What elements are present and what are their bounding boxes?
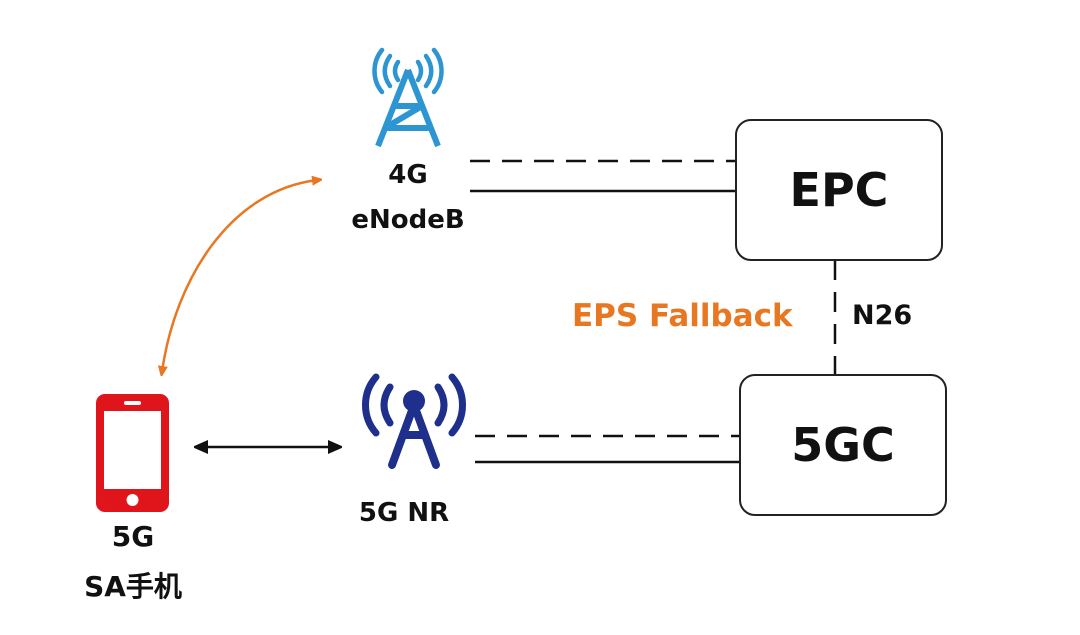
epc-node: EPC	[735, 119, 943, 261]
enodeb-label-line2: eNodeB	[351, 205, 465, 235]
phone-label-line1: 5G	[111, 520, 155, 553]
epc-label: EPC	[789, 163, 889, 217]
smartphone-icon	[96, 394, 169, 512]
eps-fallback-label: EPS Fallback	[572, 298, 793, 334]
5gc-node: 5GC	[739, 374, 947, 516]
n26-label: N26	[852, 300, 913, 331]
enodeb-label-line1: 4G	[388, 160, 428, 190]
5gc-label: 5GC	[791, 418, 895, 472]
cell-tower-4g-icon	[372, 47, 444, 148]
nr-label: 5G NR	[358, 498, 450, 528]
phone-label-line2: SA手机	[84, 570, 182, 603]
cell-tower-5g-icon	[362, 373, 466, 469]
fallback-arrow	[162, 180, 318, 372]
